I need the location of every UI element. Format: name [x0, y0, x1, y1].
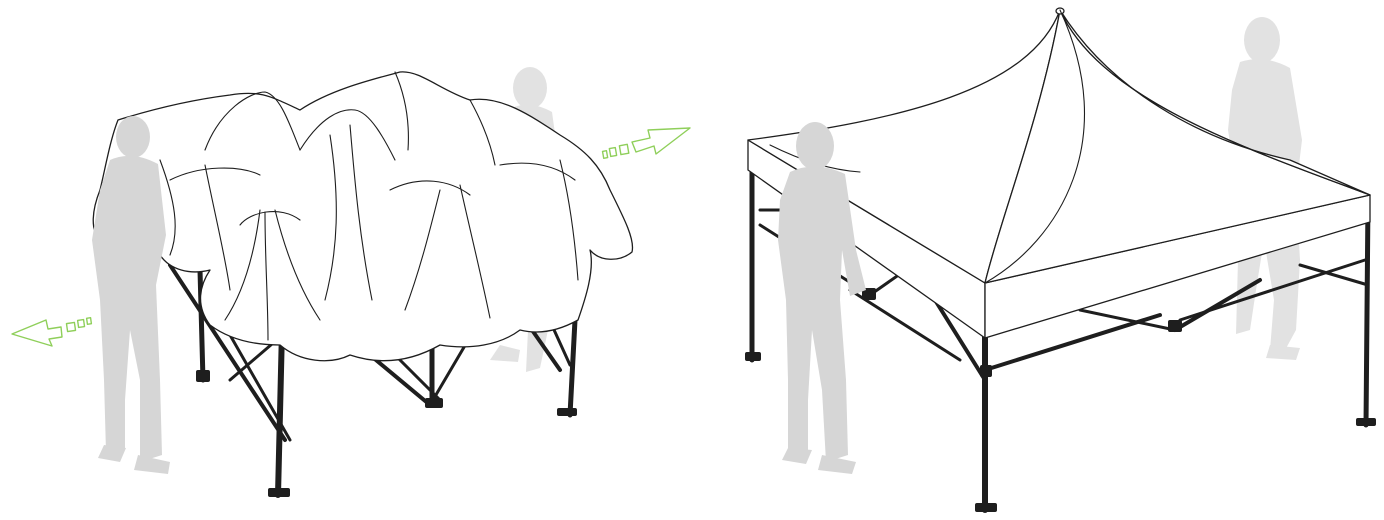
leg-foot: [268, 488, 290, 497]
unfolding-panel: [12, 67, 690, 497]
leg-foot: [1356, 418, 1376, 426]
right-arrow: [603, 128, 690, 158]
leg-foot: [425, 398, 443, 408]
leg-foot: [557, 408, 577, 416]
truss-joint: [1168, 320, 1182, 332]
leg-foot: [745, 352, 761, 361]
assembled-panel: [745, 8, 1376, 512]
left-arrow: [12, 318, 91, 346]
person-front-left-panel: [92, 116, 170, 474]
leg-foot: [196, 370, 210, 382]
leg-foot: [975, 503, 997, 512]
truss-joint: [980, 365, 992, 377]
